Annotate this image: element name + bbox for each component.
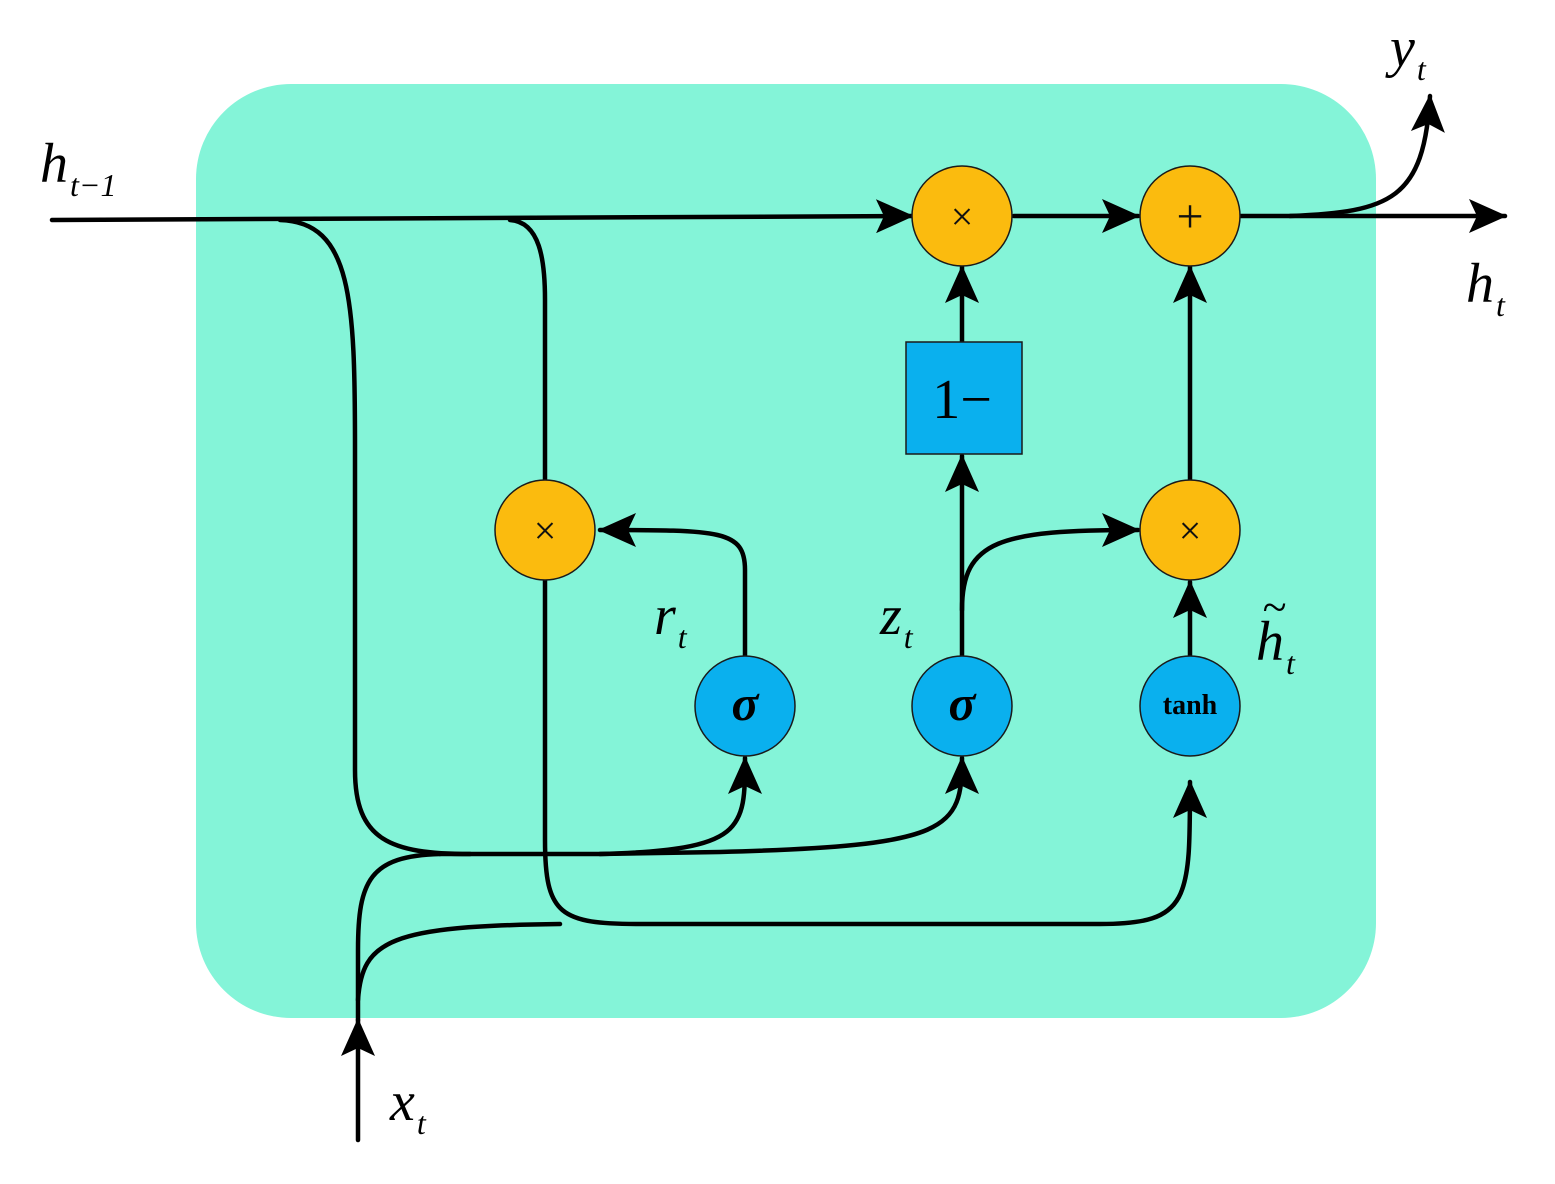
to-update-gate-wire: [597, 755, 979, 857]
forget-multiply-node: ×: [911, 165, 1013, 267]
reset-gate-sigma: σ: [694, 655, 796, 757]
multiply-icon: ×: [1179, 508, 1202, 553]
multiply-icon: ×: [951, 194, 974, 239]
h-prev-to-reset-multiply-wire: [507, 217, 548, 483]
multiply-icon: ×: [534, 508, 557, 553]
wires: [49, 93, 1508, 1143]
cell-background: [196, 84, 1376, 1018]
gate-nodes: σ σ tanh 1−: [694, 341, 1241, 757]
x-to-tanh-wire: [355, 921, 563, 1003]
svg-text:ht: ht: [1256, 611, 1296, 681]
h-prev-to-gates-wire: [277, 217, 473, 857]
h-prev-to-forget-multiply-wire: [49, 199, 915, 234]
svg-text:σ: σ: [949, 675, 978, 731]
update-gate-to-candidate-multiply-wire: [959, 513, 1141, 613]
complement-box: 1−: [905, 341, 1023, 455]
candidate-accent: ~: [1262, 583, 1286, 632]
reset-gate-output-wire: [597, 513, 748, 659]
x-in-label: xt: [389, 1071, 427, 1141]
svg-text:σ: σ: [732, 675, 761, 731]
candidate-multiply-node: ×: [1139, 479, 1241, 581]
h-prev-label: ht−1: [40, 133, 116, 203]
svg-text:1−: 1−: [932, 369, 992, 431]
plus-icon: +: [1176, 190, 1203, 243]
update-gate-label: zt: [879, 585, 914, 655]
tanh-node: tanh: [1139, 655, 1241, 757]
reset-multiply-node: ×: [494, 479, 596, 581]
svg-text:tanh: tanh: [1163, 690, 1218, 721]
candidate-label: ~ ht: [1256, 583, 1296, 681]
y-out-label: yt: [1385, 17, 1427, 87]
x-to-gates-wire: [355, 851, 443, 1023]
update-gate-sigma: σ: [911, 655, 1013, 757]
add-node: +: [1139, 165, 1241, 267]
reset-product-wire: [542, 577, 1207, 927]
reset-gate-label: rt: [654, 585, 688, 655]
operation-nodes: × + × ×: [494, 165, 1241, 581]
variable-labels: ht−1 ht yt xt rt zt ~ ht: [40, 17, 1506, 1141]
y-out-wire: [1287, 93, 1445, 219]
h-out-label: ht: [1466, 253, 1506, 323]
